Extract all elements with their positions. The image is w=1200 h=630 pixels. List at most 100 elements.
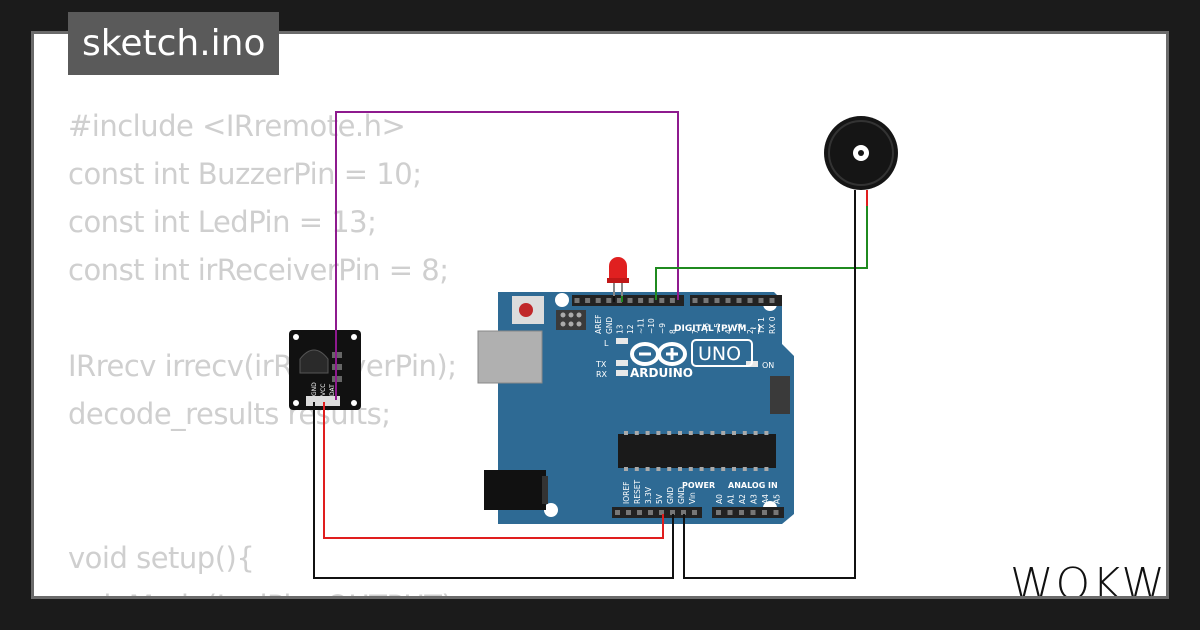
power-pin-hole[interactable] xyxy=(648,510,653,515)
power-pin-label: GND xyxy=(666,487,675,504)
digital-pin-hole[interactable] xyxy=(692,298,698,303)
digital-pin-hole[interactable] xyxy=(758,298,764,303)
chip-pin xyxy=(688,467,693,471)
chip-pin xyxy=(678,431,682,435)
chip-pin xyxy=(667,467,672,471)
digital-pin-label: GND xyxy=(605,317,614,334)
usb-port xyxy=(477,330,543,384)
chip-pin xyxy=(732,431,736,435)
digital-pin-hole[interactable] xyxy=(616,298,622,303)
digital-pin-label: ~3 xyxy=(735,323,744,334)
chip-pin xyxy=(634,431,639,435)
analog-pin-hole[interactable] xyxy=(727,510,733,515)
digital-pin-hole[interactable] xyxy=(648,298,654,303)
chip-pin xyxy=(710,431,715,435)
analog-header xyxy=(712,507,784,518)
digital-pin-hole[interactable] xyxy=(769,298,775,303)
power-pin-hole[interactable] xyxy=(637,510,642,515)
chip-pin xyxy=(699,467,704,471)
power-pin-hole[interactable] xyxy=(626,510,631,515)
power-pin-label: GND xyxy=(677,487,686,504)
analog-pin-label: A4 xyxy=(761,494,770,504)
analog-pin-hole[interactable] xyxy=(773,510,779,515)
digital-pin-hole[interactable] xyxy=(747,298,753,303)
code-line: const int BuzzerPin = 10; xyxy=(68,157,422,191)
digital-pin-label: RX 0 xyxy=(768,316,777,334)
digital-pin-hole[interactable] xyxy=(638,298,644,303)
digital-pin-hole[interactable] xyxy=(659,298,665,303)
ir-pin-label-dat: DAT xyxy=(329,384,336,396)
digital-pin-hole[interactable] xyxy=(669,298,675,303)
digital-pin-hole[interactable] xyxy=(725,298,731,303)
code-line: #include <IRremote.h> xyxy=(68,109,406,143)
power-pin-label: IOREF xyxy=(622,482,631,504)
diagram-card: #include <IRremote.h> const int BuzzerPin… xyxy=(34,34,1166,596)
chip-pin xyxy=(721,431,726,435)
digital-pin-label: 4 xyxy=(724,329,733,334)
chip-pin xyxy=(656,431,661,435)
ir-receiver-module[interactable]: GND VCC DAT xyxy=(289,330,361,410)
power-header-label: POWER xyxy=(682,481,715,490)
led-label-l: L xyxy=(604,339,609,348)
ir-pin-label-gnd: GND xyxy=(311,382,318,396)
chip-pin xyxy=(624,467,628,471)
digital-pin-hole[interactable] xyxy=(606,298,612,303)
analog-pin-label: A0 xyxy=(715,494,724,504)
power-pin-hole[interactable] xyxy=(692,510,697,515)
wire-buzzer-signal xyxy=(655,206,868,300)
chip-pin xyxy=(688,431,693,435)
power-pin-hole[interactable] xyxy=(670,510,675,515)
chip-pin xyxy=(710,467,715,471)
chip-pin xyxy=(742,431,747,435)
chip-pin xyxy=(753,431,758,435)
chip-pin xyxy=(742,467,747,471)
digital-pin-label: 7 xyxy=(691,329,700,334)
digital-pin-hole[interactable] xyxy=(703,298,709,303)
analog-pin-hole[interactable] xyxy=(716,510,721,515)
digital-pin-hole[interactable] xyxy=(627,298,633,303)
chip-pin xyxy=(678,467,682,471)
digital-pin-hole[interactable] xyxy=(585,298,591,303)
sketch-filename-tab[interactable]: sketch.ino xyxy=(68,12,280,75)
power-pin-hole[interactable] xyxy=(615,510,620,515)
chip-pin xyxy=(667,431,672,435)
chip-pin xyxy=(764,467,769,471)
power-pin-hole[interactable] xyxy=(659,510,664,515)
wokwi-brand-logo: WOKWI xyxy=(1010,559,1166,596)
chip-pin xyxy=(721,467,726,471)
power-header xyxy=(612,507,702,518)
power-pin-hole[interactable] xyxy=(681,510,686,515)
wire-ir-data xyxy=(335,111,679,400)
chip-pin xyxy=(624,431,628,435)
digital-pin-hole[interactable] xyxy=(736,298,742,303)
led-label-tx: TX xyxy=(595,360,607,369)
digital-header-label: DIGITAL (PWM ~) xyxy=(674,324,761,334)
wire-buzzer-gnd xyxy=(683,206,856,579)
digital-pin-label: 8 xyxy=(668,329,677,334)
power-pin-label: 3.3V xyxy=(644,486,653,504)
on-label: ON xyxy=(762,361,774,370)
chip-pin xyxy=(645,431,650,435)
digital-pin-hole[interactable] xyxy=(595,298,601,303)
piezo-buzzer[interactable] xyxy=(824,116,898,206)
analog-pin-hole[interactable] xyxy=(750,510,756,515)
chip-pin xyxy=(764,431,769,435)
chip-pin xyxy=(699,431,704,435)
digital-pin-hole[interactable] xyxy=(714,298,720,303)
power-pin-label: Vin xyxy=(688,492,697,504)
digital-pin-label: ~6 xyxy=(702,323,711,334)
digital-pin-hole[interactable] xyxy=(574,298,580,303)
power-pin-label: 5V xyxy=(655,493,664,504)
analog-pin-hole[interactable] xyxy=(739,510,744,515)
wire-ir-gnd xyxy=(313,402,674,579)
digital-pin-label: AREF xyxy=(594,315,603,334)
red-led[interactable] xyxy=(607,257,629,296)
analog-pin-label: A2 xyxy=(738,494,747,504)
analog-pin-hole[interactable] xyxy=(762,510,767,515)
digital-header-right xyxy=(690,295,782,306)
wire-ir-vcc xyxy=(323,402,664,539)
ir-pin-label-vcc: VCC xyxy=(320,384,327,396)
code-line: const int LedPin = 13; xyxy=(68,205,377,239)
